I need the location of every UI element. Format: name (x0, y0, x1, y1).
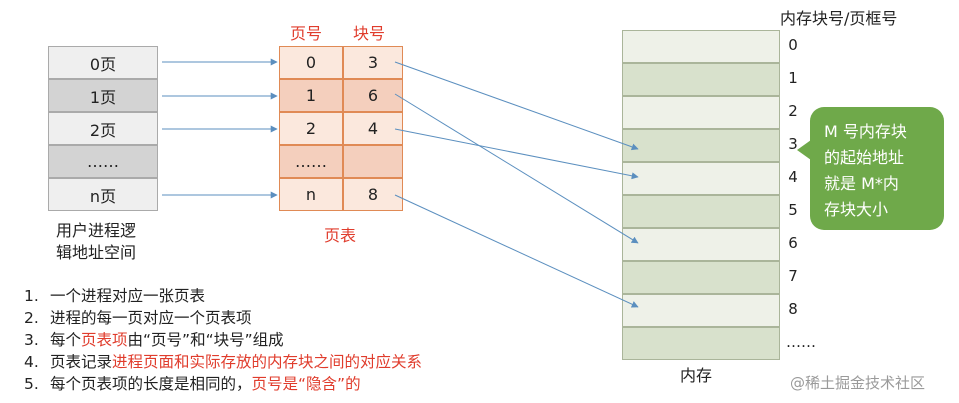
note-highlight: 页号是“隐含”的 (251, 375, 361, 393)
user-page-label: n页 (89, 186, 117, 206)
note-4: 4. 页表记录进程页面和实际存放的内存块之间的对应关系 (24, 350, 422, 372)
bubble-line-3: 就是 M*内 (824, 174, 899, 193)
note-number: 1. (24, 287, 39, 305)
note-text: 由“页号”和“块号”组成 (127, 331, 284, 349)
watermark: @稀土掘金技术社区 (790, 374, 926, 392)
page-table-page-0: 0 (279, 46, 343, 79)
note-number: 3. (24, 331, 39, 349)
note-text: 进程的每一页对应一个页表项 (50, 309, 252, 327)
page-table-page-n: n (279, 178, 343, 211)
user-space-caption-line2: 辑地址空间 (56, 243, 137, 262)
user-page-ellipsis: …… (48, 145, 158, 178)
frame-number-2: 2 (788, 102, 798, 120)
note-text: 一个进程对应一张页表 (50, 287, 206, 305)
arrow-block-6 (394, 93, 639, 244)
memory-frame-8 (622, 294, 780, 327)
info-bubble: M 号内存块 的起始地址 就是 M*内 存块大小 (810, 107, 944, 230)
user-page-2: 2页 (48, 112, 158, 145)
memory-frame-0 (622, 30, 780, 63)
note-5: 5. 每个页表项的长度是相同的，页号是“隐含”的 (24, 372, 361, 394)
memory-frame-6 (622, 228, 780, 261)
arrow-block-4 (394, 128, 639, 180)
page-table-caption: 页表 (324, 226, 357, 245)
page-number-header: 页号 (290, 24, 323, 43)
memory-caption: 内存 (680, 366, 713, 385)
user-space-caption-line1: 用户进程逻 (56, 221, 137, 240)
user-space-caption: 用户进程逻 辑地址空间 (56, 220, 136, 264)
user-page-label: 2页 (89, 120, 117, 140)
memory-frame-ellipsis (622, 327, 780, 360)
page-table-block-ellipsis (343, 145, 403, 178)
frame-number-4: 4 (788, 168, 798, 186)
note-3: 3. 每个页表项由“页号”和“块号”组成 (24, 328, 284, 350)
user-page-label: 1页 (89, 87, 117, 107)
memory-frame-4 (622, 162, 780, 195)
memory-frame-1 (622, 63, 780, 96)
bubble-line-2: 的起始地址 (824, 148, 905, 167)
page-table-page-1: 1 (279, 79, 343, 112)
frame-number-6: 6 (788, 234, 798, 252)
user-page-0: 0页 (48, 46, 158, 79)
memory-frame-3 (622, 129, 780, 162)
frame-number-3: 3 (788, 135, 798, 153)
bubble-line-4: 存块大小 (824, 200, 889, 219)
user-page-n: n页 (48, 178, 158, 211)
note-highlight: 进程页面和实际存放的内存块之间的对应关系 (112, 353, 423, 371)
arrow-block-8 (394, 194, 639, 308)
note-2: 2. 进程的每一页对应一个页表项 (24, 306, 252, 328)
user-page-label: 0页 (89, 54, 117, 74)
note-number: 4. (24, 353, 39, 371)
frame-number-ellipsis: …… (786, 333, 816, 351)
note-text: 页表记录 (50, 353, 113, 371)
user-page-label: …… (87, 152, 119, 171)
page-table-block-n: 8 (343, 178, 403, 211)
memory-frame-2 (622, 96, 780, 129)
page-table-page-ellipsis: …… (279, 145, 343, 178)
memory-frame-5 (622, 195, 780, 228)
frame-number-1: 1 (788, 69, 798, 87)
memory-frame-7 (622, 261, 780, 294)
user-page-1: 1页 (48, 79, 158, 112)
note-highlight: 页表项 (81, 331, 128, 349)
note-1: 1. 一个进程对应一张页表 (24, 284, 205, 306)
frame-number-8: 8 (788, 300, 798, 318)
note-text: 每个页表项的长度是相同的， (50, 375, 252, 393)
note-number: 2. (24, 309, 39, 327)
note-number: 5. (24, 375, 39, 393)
arrow-block-3 (394, 61, 639, 151)
bubble-line-1: M 号内存块 (824, 122, 907, 141)
page-table-block-1: 6 (343, 79, 403, 112)
memory-header: 内存块号/页框号 (780, 9, 898, 28)
page-table-block-0: 3 (343, 46, 403, 79)
block-number-header: 块号 (353, 24, 386, 43)
frame-number-5: 5 (788, 201, 798, 219)
bubble-tail (797, 140, 811, 160)
page-table-block-2: 4 (343, 112, 403, 145)
page-table-page-2: 2 (279, 112, 343, 145)
frame-number-0: 0 (788, 36, 798, 54)
note-text: 每个 (50, 331, 82, 349)
frame-number-7: 7 (788, 267, 798, 285)
